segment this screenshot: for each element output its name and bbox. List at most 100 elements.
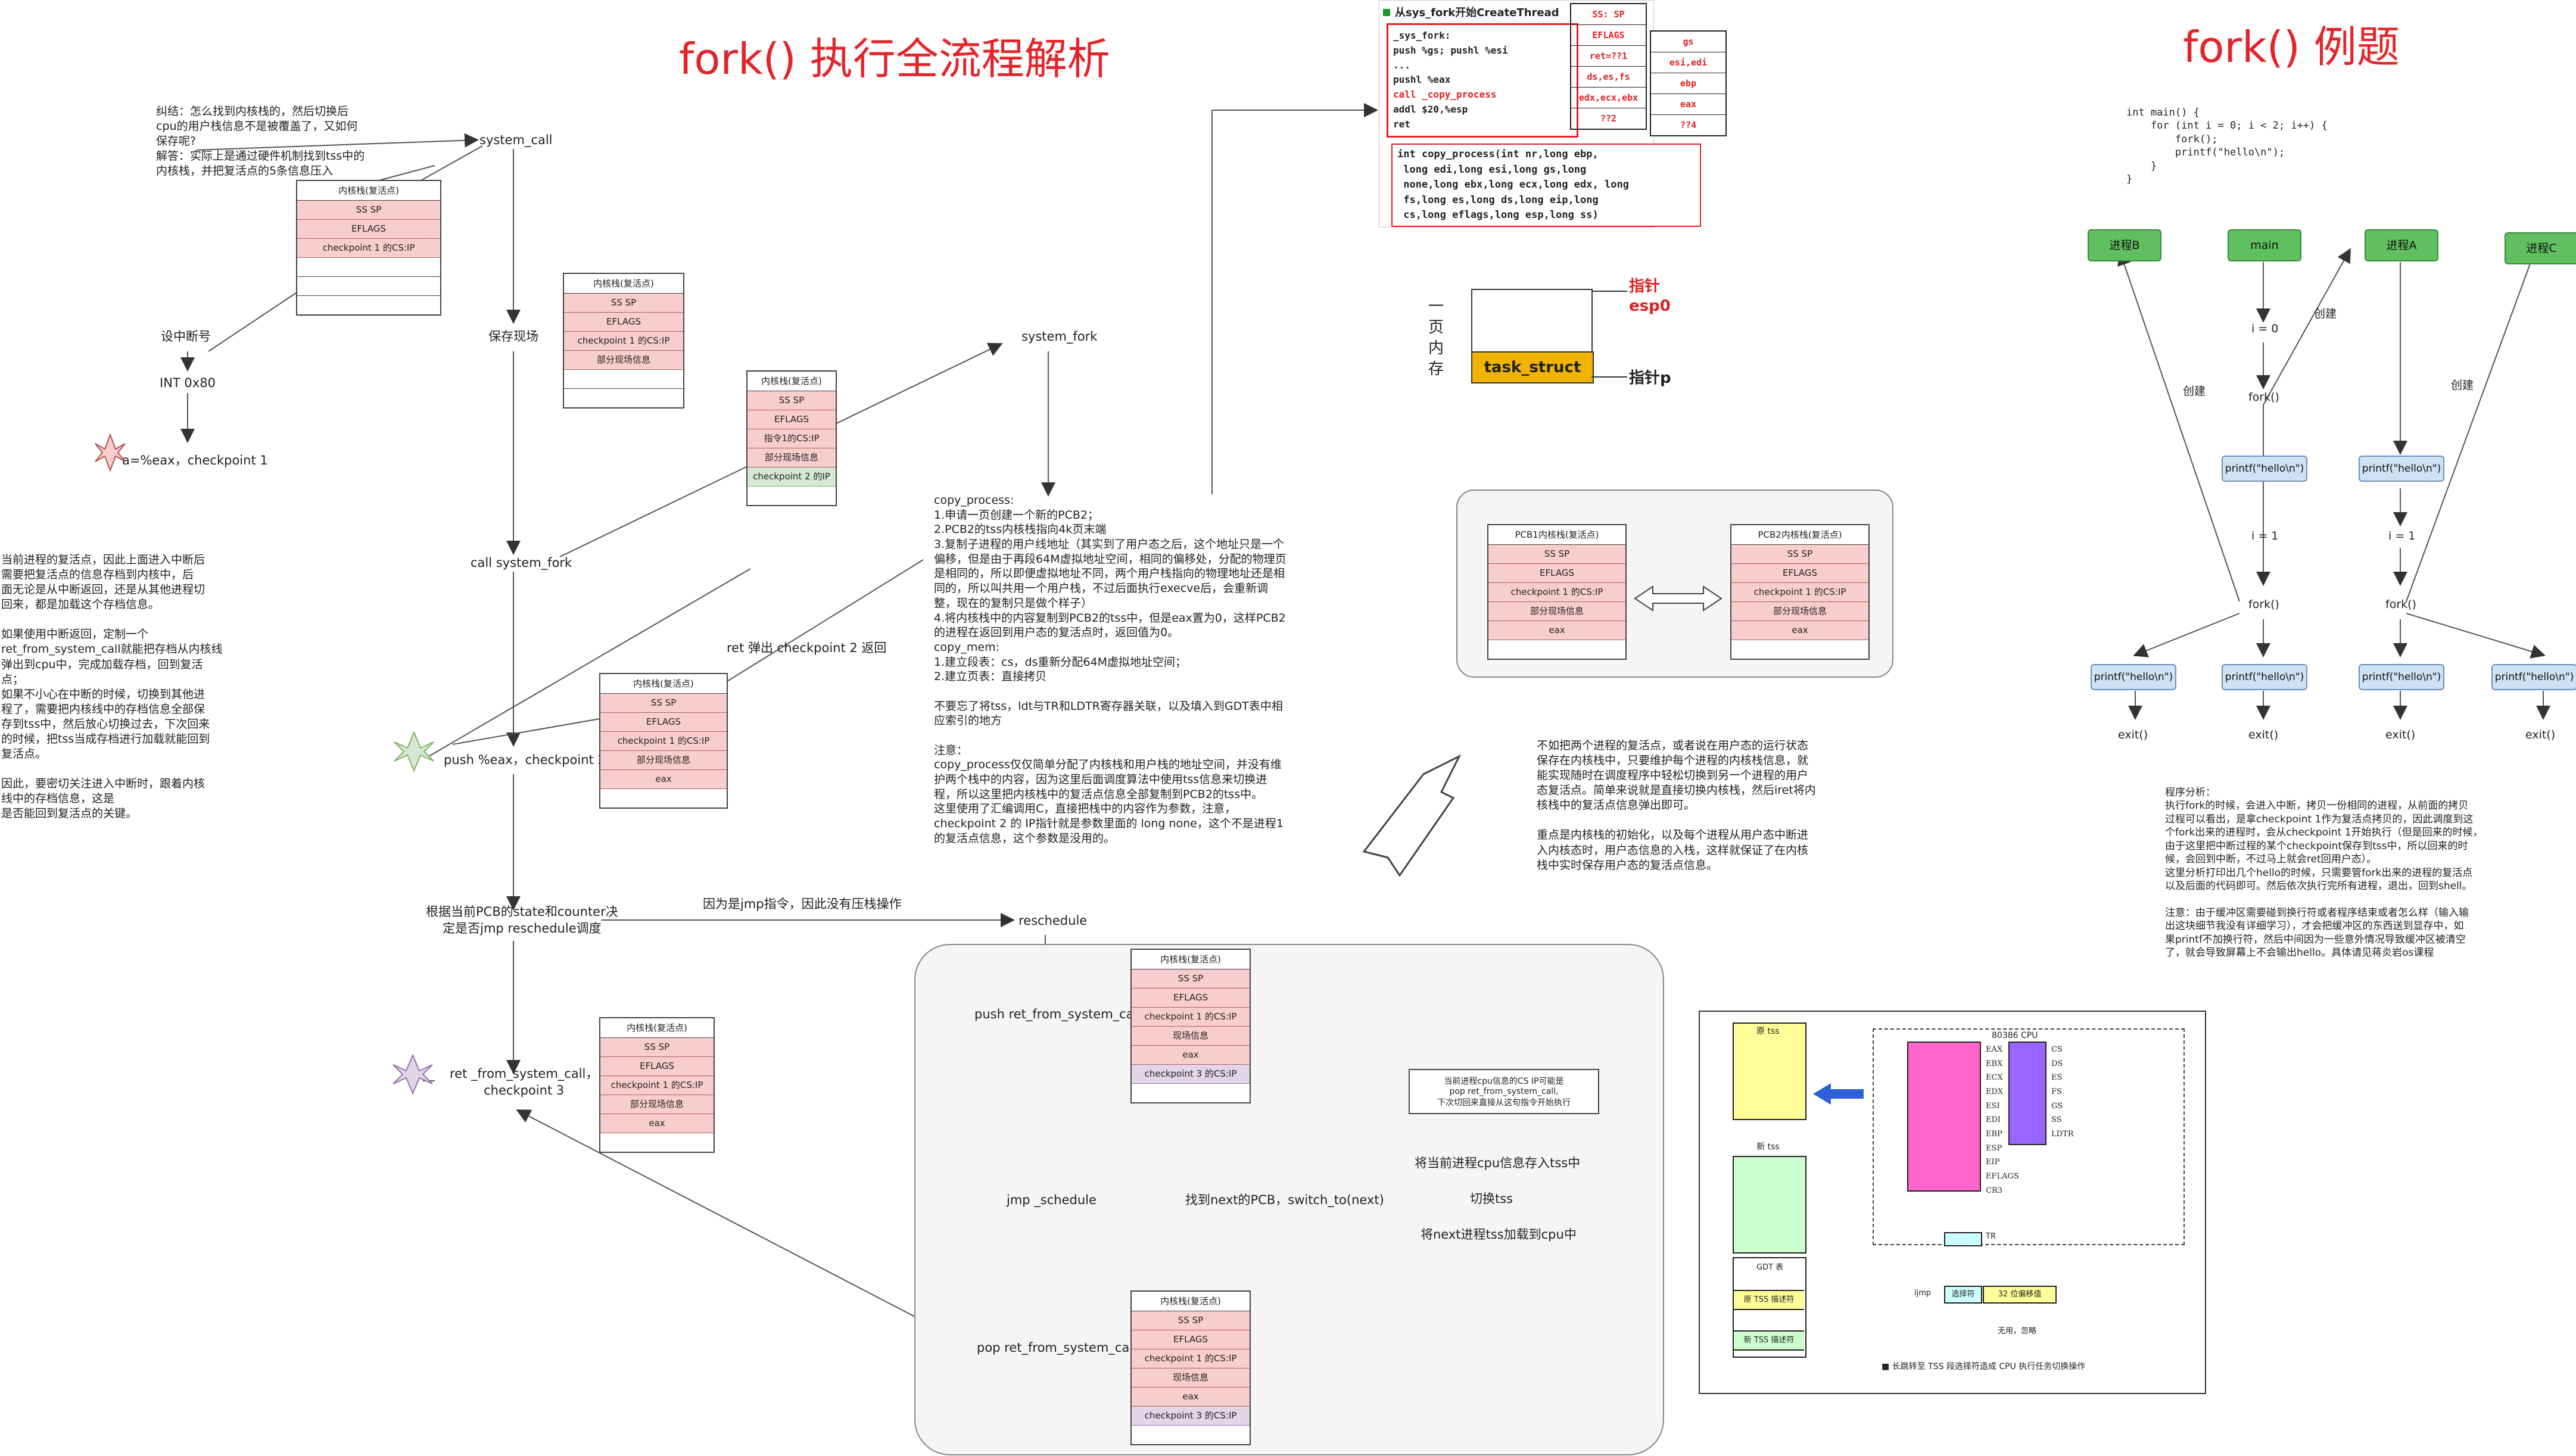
schedule-decide-label: 根据当前PCB的state和counter决 定是否jmp reschedule… (426, 905, 618, 936)
reg-label: EBX (1986, 1059, 2003, 1068)
stack-cp1: checkpoint 1 的CS:IP (1132, 1349, 1250, 1368)
reschedule-panel (914, 944, 1664, 1455)
asm-stack-cell: EFLAGS (1571, 25, 1646, 46)
push-eax-label: push %eax，checkpoint 2 (444, 753, 606, 767)
stack-cp1: checkpoint 1 的CS:IP (600, 732, 727, 751)
reg-label: SS (2051, 1115, 2062, 1125)
printf-node-b: printf("hello\n") (2091, 664, 2176, 690)
pcb1-header: PCB1内核栈(复活点) (1488, 525, 1625, 545)
stack-eflags: EFLAGS (1132, 989, 1250, 1008)
stack-scene: 部分现场信息 (600, 751, 727, 770)
asm-line: push %gs; pushl %esi (1393, 44, 1508, 56)
stack-eax: eax (600, 770, 727, 789)
fork-label-a: fork() (2385, 598, 2416, 611)
printf-node-c: printf("hello\n") (2491, 664, 2576, 690)
bullet-icon (1383, 9, 1390, 16)
asm-stack-cell: ??2 (1600, 113, 1617, 124)
reg-label: LDTR (2051, 1129, 2074, 1139)
stack-scene: 部分现场信息 (747, 448, 836, 467)
stack-cp1: checkpoint 1 的CS:IP (1488, 583, 1625, 602)
exit-a: exit() (2385, 728, 2416, 741)
asm-stack-cell: ebp (1651, 73, 1725, 94)
pointer-p-label: 指针p (1629, 369, 1671, 387)
stack-cp2: checkpoint 2 的IP (747, 467, 836, 487)
asm-line: call _copy_process (1393, 89, 1497, 101)
stack-eax: eax (1132, 1388, 1250, 1407)
create-label-3: 创建 (2451, 379, 2474, 392)
main-title: fork() 执行全流程解析 (679, 34, 1110, 84)
stack-eflags: EFLAGS (1132, 1330, 1250, 1349)
stack-eax: eax (1488, 621, 1625, 640)
reg-label: ESP (1986, 1143, 2002, 1153)
kernel-stack-1: 内核栈(复活点) SS SP EFLAGS checkpoint 1 的CS:I… (296, 180, 441, 316)
proc-b-node: 进程B (2088, 229, 2161, 261)
save-tss-label: 将当前进程cpu信息存入tss中 (1415, 1156, 1581, 1170)
stack-eflags: EFLAGS (600, 713, 727, 732)
stack-cp1: checkpoint 1 的CS:IP (297, 239, 440, 258)
gdt-label: GDT 表 (1756, 1263, 1784, 1272)
checkpoint1-label: a=%eax，checkpoint 1 (122, 453, 268, 467)
reg-label: CS (2051, 1045, 2063, 1054)
printf-node-a-2: printf("hello\n") (2359, 664, 2444, 690)
stack-next-cp: 指令1的CS:IP (747, 429, 836, 448)
asm-line: _sys_fork: (1393, 30, 1451, 41)
arrow-left-icon (1813, 1083, 1831, 1105)
kernel-stack-2: 内核栈(复活点) SS SP EFLAGS checkpoint 1 的CS:I… (563, 273, 684, 409)
stack-header: 内核栈(复活点) (564, 274, 683, 294)
switch-tss-label: 切换tss (1470, 1192, 1513, 1206)
ret-from-sys-label: ret _from_system_call， checkpoint 3 (450, 1067, 599, 1098)
cpu-regs-right (2008, 1042, 2047, 1145)
exit-main: exit() (2248, 728, 2279, 741)
old-tss-box (1733, 1022, 1806, 1120)
stack-ss-sp: SS SP (1731, 545, 1868, 564)
mid-note: 不如把两个进程的复活点，或者说在用户态的运行状态 保存在内核栈中，只要维护每个进… (1537, 739, 1816, 872)
stack-ss-sp: SS SP (747, 391, 836, 410)
copy-process-proto: int copy_process(int nr,long ebp, long e… (1391, 144, 1701, 227)
reg-label: EFLAGS (1986, 1171, 2019, 1181)
stack-scene: 部分现场信息 (564, 351, 683, 370)
kernel-stack-3: 内核栈(复活点) SS SP EFLAGS 指令1的CS:IP 部分现场信息 c… (746, 370, 837, 506)
copy-process-text: copy_process: 1.申请一页创建一个新的PCB2； 2.PCB2的t… (934, 494, 1287, 845)
reg-label: EDI (1986, 1115, 2001, 1125)
exit-b: exit() (2118, 728, 2148, 741)
stack-eflags: EFLAGS (747, 410, 836, 429)
stack-eax: eax (1132, 1046, 1250, 1065)
reg-label: ESI (1986, 1101, 2000, 1111)
example-code: int main() { for (int i = 0; i < 2; i++)… (2126, 107, 2328, 186)
question-note: 纠结：怎么找到内核栈的，然后切换后 cpu的用户栈信息不是被覆盖了，又如何 保存… (156, 105, 365, 178)
asm-stack-a: SS: SP EFLAGS ret=??1 ds,es,fs edx,ecx,e… (1570, 3, 1647, 130)
reg-label: EBP (1986, 1129, 2002, 1139)
stack-ss-sp: SS SP (297, 201, 440, 220)
pointer-esp0-label: 指针 esp0 (1629, 278, 1671, 315)
stack-cp3: checkpoint 3 的CS:IP (1132, 1065, 1250, 1084)
push-ret-label: push ret_from_system_call (974, 1007, 1141, 1021)
kernel-stack-7: 内核栈(复活点) SS SP EFLAGS checkpoint 1 的CS:I… (1130, 1290, 1251, 1445)
regs-right-labels: CS DS ES FS GS SS LDTR (2051, 1043, 2074, 1142)
stack-eax: eax (600, 1114, 714, 1133)
stack-eflags: EFLAGS (1731, 564, 1868, 583)
printf-node-main: printf("hello\n") (2222, 456, 2307, 482)
reg-label: DS (2051, 1059, 2063, 1068)
interrupt-note: 当前进程的复活点，因此上面进入中断后 需要把复活点的信息存档到内核中，后 面无论… (1, 553, 223, 821)
stack-eflags: EFLAGS (297, 220, 440, 239)
call-sys-fork-label: call system_fork (471, 556, 572, 570)
stack-ss-sp: SS SP (1132, 1311, 1250, 1330)
stack-cp1: checkpoint 1 的CS:IP (564, 332, 683, 351)
reg-label: FS (2051, 1087, 2062, 1096)
printf-node-a: printf("hello\n") (2359, 456, 2444, 482)
asm-panel: 从sys_fork开始CreateThread _sys_fork: push … (1379, 0, 1727, 227)
save-scene-label: 保存现场 (488, 329, 538, 344)
stack-ss-sp: SS SP (1132, 969, 1250, 989)
ret-pop-label: ret 弹出 checkpoint 2 返回 (727, 641, 887, 655)
stack-cp3: checkpoint 3 的CS:IP (1132, 1407, 1250, 1426)
reschedule-label: reschedule (1018, 913, 1088, 928)
asm-stack-b: gs esi,edi ebp eax ??4 (1650, 30, 1727, 136)
reg-label: GS (2051, 1101, 2063, 1111)
cpu-title: 80386 CPU (1992, 1031, 2038, 1040)
kernel-stack-5: 内核栈(复活点) SS SP EFLAGS checkpoint 1 的CS:I… (599, 1017, 715, 1153)
stack-header: 内核栈(复活点) (1132, 1292, 1250, 1311)
pop-ret-label: pop ret_from_system_call (977, 1340, 1136, 1355)
asm-header: 从sys_fork开始CreateThread (1395, 7, 1559, 19)
star-green (394, 731, 434, 772)
asm-stack-cell: esi,edi (1651, 52, 1725, 73)
